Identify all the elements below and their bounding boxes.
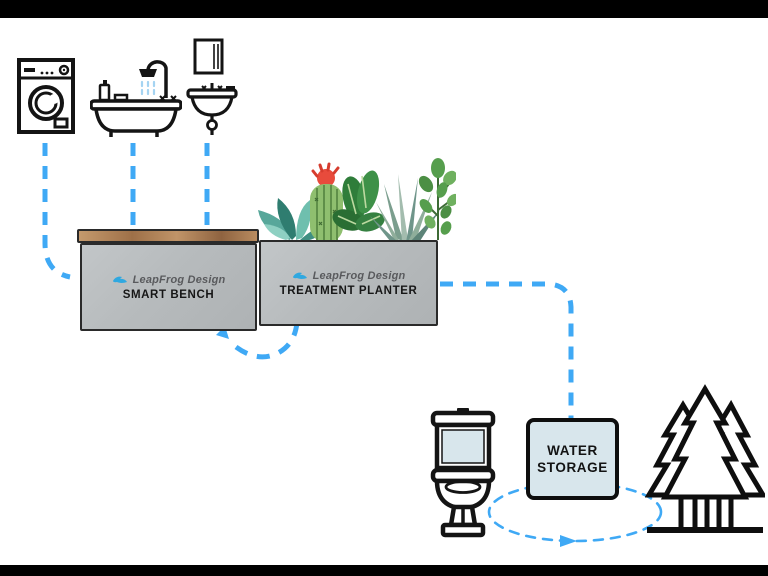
- reuse-loop-ellipse: [487, 481, 663, 543]
- letterbox-bottom: [0, 565, 768, 576]
- planter-brand-row: LeapFrog Design: [292, 270, 406, 282]
- bench-brand: LeapFrog Design: [132, 273, 226, 286]
- bench-label: SMART BENCH: [122, 288, 215, 301]
- striped-leaf-plant: [332, 170, 385, 232]
- toilet-icon: [430, 408, 496, 538]
- bathtub-shower-icon: [90, 60, 182, 137]
- letterbox-top: [0, 0, 768, 18]
- storage-label-line2: STORAGE: [537, 460, 608, 475]
- towel-icon: [193, 38, 224, 75]
- treatment-planter: LeapFrog Design TREATMENT PLANTER: [259, 240, 438, 326]
- cactus: [310, 162, 343, 242]
- smart-bench: LeapFrog Design SMART BENCH: [80, 243, 257, 331]
- washing-machine-icon: [17, 58, 75, 134]
- bench-brand-row: LeapFrog Design: [112, 274, 226, 286]
- planter-plants-icon: [258, 158, 456, 242]
- leafy-bush: [418, 158, 456, 240]
- water-storage-tank: WATER STORAGE: [526, 418, 619, 500]
- agave-plant: [370, 174, 440, 242]
- planter-label: TREATMENT PLANTER: [279, 284, 418, 297]
- reuse-loop-arrow-icon: [560, 535, 577, 547]
- planter-to-storage-line: [440, 281, 574, 418]
- leapfrog-logo-icon: [292, 272, 307, 279]
- planter-brand: LeapFrog Design: [312, 269, 406, 282]
- storage-label-line1: WATER: [547, 443, 598, 458]
- pine-trees-icon: [645, 384, 765, 533]
- leapfrog-logo-icon: [112, 276, 127, 283]
- bench-wood-top: [77, 229, 259, 243]
- sink-icon: [186, 38, 238, 135]
- bench-to-planter-line: [234, 321, 300, 360]
- washer-flow-line: [42, 143, 71, 280]
